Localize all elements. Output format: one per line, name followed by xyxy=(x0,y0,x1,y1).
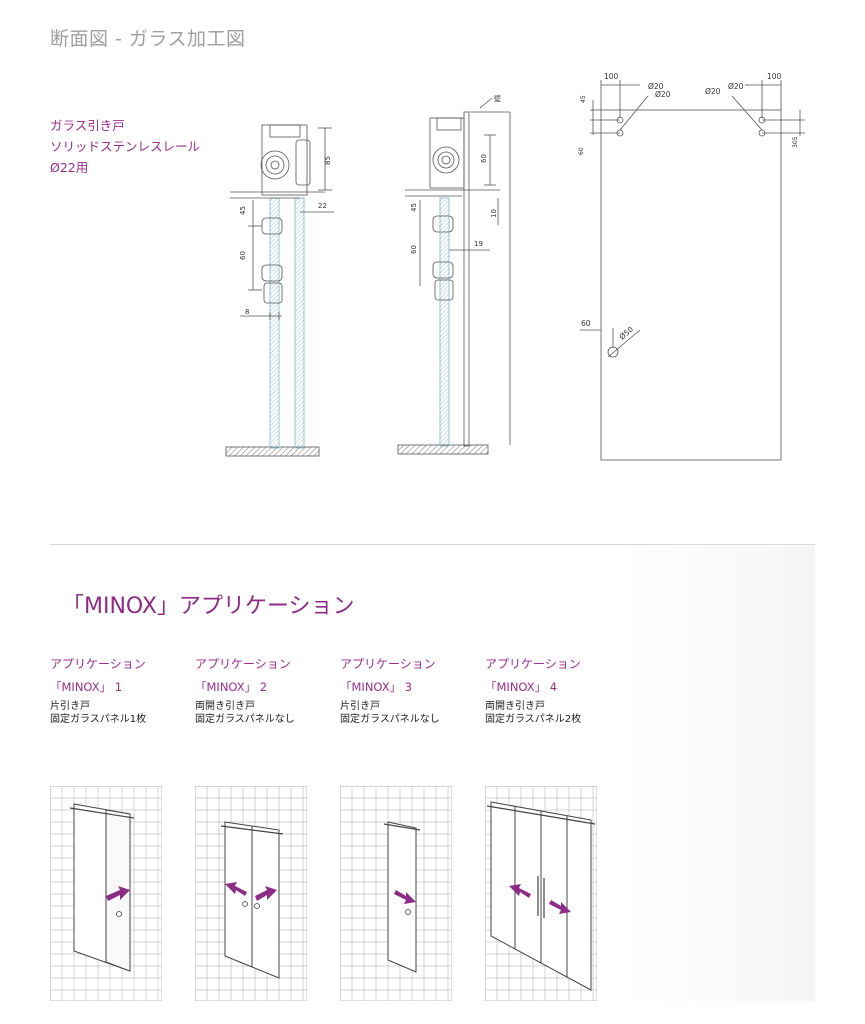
app-3-desc1: 片引き戸 xyxy=(340,701,380,712)
app-2-heading: アプリケーション xyxy=(195,657,291,671)
app-3-model: 「MINOX」 3 xyxy=(340,680,413,694)
app-2-model: 「MINOX」 2 xyxy=(195,680,268,694)
application-3: アプリケーション 「MINOX」 3 片引き戸 固定ガラスパネルなし xyxy=(340,655,480,726)
app-2-desc1: 両開き引き戸 xyxy=(195,701,255,712)
d3-phi20-a: Ø20 xyxy=(648,82,664,91)
d2-wall-label: 壁 xyxy=(494,94,501,103)
section-drawing-2-labels: 壁 60 10 45 19 60 xyxy=(410,94,501,254)
app-4-desc1: 両開き引き戸 xyxy=(485,701,545,712)
d2-dim-10: 10 xyxy=(490,209,498,218)
d3-dim-60: 60 xyxy=(578,147,585,155)
app-4-model: 「MINOX」 4 xyxy=(485,680,558,694)
glass-processing-drawing xyxy=(580,80,805,461)
application-4-illustration xyxy=(485,786,597,1001)
app-4-desc2: 固定ガラスパネル2枚 xyxy=(485,714,582,725)
section-drawing-1 xyxy=(225,124,334,457)
d3-dim-100-right: 100 xyxy=(767,72,782,81)
application-3-illustration xyxy=(340,786,452,1001)
app-3-heading: アプリケーション xyxy=(340,657,436,671)
section-title: 断面図 - ガラス加工図 xyxy=(50,28,246,50)
app-1-desc1: 片引き戸 xyxy=(50,701,90,712)
d2-dim-45: 45 xyxy=(410,203,418,212)
spec-block: ガラス引き戸 ソリッドステンレスレール Ø22用 xyxy=(50,115,200,178)
d3-phi20-b: Ø20 xyxy=(655,90,671,99)
background-gradient xyxy=(620,546,815,1001)
application-1: アプリケーション 「MINOX」 1 片引き戸 固定ガラスパネル1枚 xyxy=(50,655,190,726)
glass-processing-labels: 100 100 Ø20 Ø20 Ø20 Ø20 45 60 305 60 Ø50 xyxy=(578,72,799,342)
d1-dim-8: 8 xyxy=(245,308,249,316)
app-1-heading: アプリケーション xyxy=(50,657,146,671)
d3-phi20-d: Ø20 xyxy=(728,82,744,91)
app-1-model: 「MINOX」 1 xyxy=(50,680,123,694)
d2-dim-19: 19 xyxy=(474,240,483,248)
d1-dim-60: 60 xyxy=(239,251,247,260)
application-2: アプリケーション 「MINOX」 2 両開き引き戸 固定ガラスパネルなし xyxy=(195,655,335,726)
spec-line-1: ガラス引き戸 xyxy=(50,118,125,133)
d1-dim-22: 22 xyxy=(318,202,327,210)
technical-drawings: 85 22 45 60 8 壁 60 10 45 19 60 xyxy=(225,72,805,461)
application-1-illustration xyxy=(50,786,162,1001)
d3-dim-60-hole: 60 xyxy=(581,319,591,328)
app-1-desc2: 固定ガラスパネル1枚 xyxy=(50,714,147,725)
application-4: アプリケーション 「MINOX」 4 両開き引き戸 固定ガラスパネル2枚 xyxy=(485,655,625,726)
application-2-illustration xyxy=(195,786,307,1001)
d1-dim-45: 45 xyxy=(239,206,247,215)
d3-dim-45: 45 xyxy=(580,95,587,103)
app-4-heading: アプリケーション xyxy=(485,657,581,671)
spec-line-2: ソリッドステンレスレール xyxy=(50,139,201,154)
d2-dim-60: 60 xyxy=(480,154,488,163)
d1-dim-85: 85 xyxy=(324,156,332,165)
d3-dim-100-left: 100 xyxy=(604,72,619,81)
applications-title: 「MINOX」アプリケーション xyxy=(62,594,355,619)
app-2-desc2: 固定ガラスパネルなし xyxy=(195,714,295,725)
d3-dim-305: 305 xyxy=(792,136,799,148)
app-3-desc2: 固定ガラスパネルなし xyxy=(340,714,440,725)
d2-dim-60b: 60 xyxy=(410,245,418,254)
spec-line-3: Ø22用 xyxy=(50,160,89,175)
d3-phi20-c: Ø20 xyxy=(705,87,721,96)
section-drawing-1-labels: 85 22 45 60 8 xyxy=(239,156,332,316)
d3-phi50: Ø50 xyxy=(618,325,636,342)
section-drawing-2 xyxy=(397,97,511,455)
section-divider xyxy=(50,544,815,545)
